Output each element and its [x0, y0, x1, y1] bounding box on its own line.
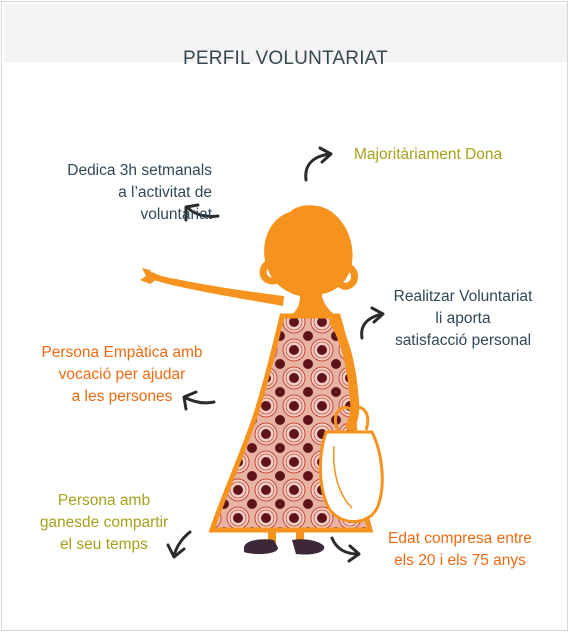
arrow-icon: [166, 530, 192, 559]
label-line: voluntariat: [140, 206, 212, 223]
label-line: a l’activitat de: [118, 184, 212, 201]
label-age-range: Edat compresa entre els 20 i els 75 anys: [380, 528, 540, 572]
arrow-icon: [330, 536, 361, 563]
label-empathy: Persona Empàtica amb vocació per ajudar …: [32, 342, 212, 408]
arrow-icon: [182, 390, 216, 411]
label-line: Realitzar Voluntariat: [393, 288, 533, 305]
header-band: [4, 4, 567, 62]
label-line: el seu temps: [60, 536, 148, 553]
shoe-right: [292, 539, 325, 555]
label-line: els 20 i els 75 anys: [394, 552, 526, 569]
shoe-left: [244, 539, 278, 555]
arm-left: [148, 272, 284, 306]
label-line: li aporta: [435, 310, 491, 327]
label-weekly-hours: Dedica 3h setmanals a l’activitat de vol…: [52, 160, 212, 226]
label-gender: Majoritàriament Dona: [354, 144, 502, 166]
hand-left: [140, 268, 156, 284]
head: [264, 205, 353, 316]
label-satisfaction: Realitzar Voluntariat li aporta satisfac…: [388, 286, 538, 352]
arrow-icon: [304, 146, 333, 182]
handbag-icon: [318, 406, 384, 523]
label-line: vocació per ajudar: [58, 366, 186, 383]
arrow-icon: [360, 306, 385, 340]
label-line: ganesde compartir: [39, 514, 169, 531]
label-sharing-time: Persona amb ganesde compartir el seu tem…: [38, 490, 170, 556]
arrow-icon: [184, 203, 220, 222]
woman-figure-illustration: [140, 205, 384, 555]
leg-right: [296, 528, 304, 544]
label-line: Persona amb: [57, 492, 151, 509]
arm-right: [329, 317, 360, 431]
page-title: PERFIL VOLUNTARIAT: [183, 48, 388, 69]
leg-left: [268, 528, 276, 544]
label-line: Majoritàriament Dona: [354, 146, 503, 163]
label-line: Persona Empàtica amb: [41, 344, 203, 361]
label-line: a les persones: [71, 388, 173, 405]
label-line: satisfacció personal: [394, 332, 532, 349]
label-line: Dedica 3h setmanals: [67, 162, 212, 179]
label-line: Edat compresa entre: [388, 530, 532, 547]
